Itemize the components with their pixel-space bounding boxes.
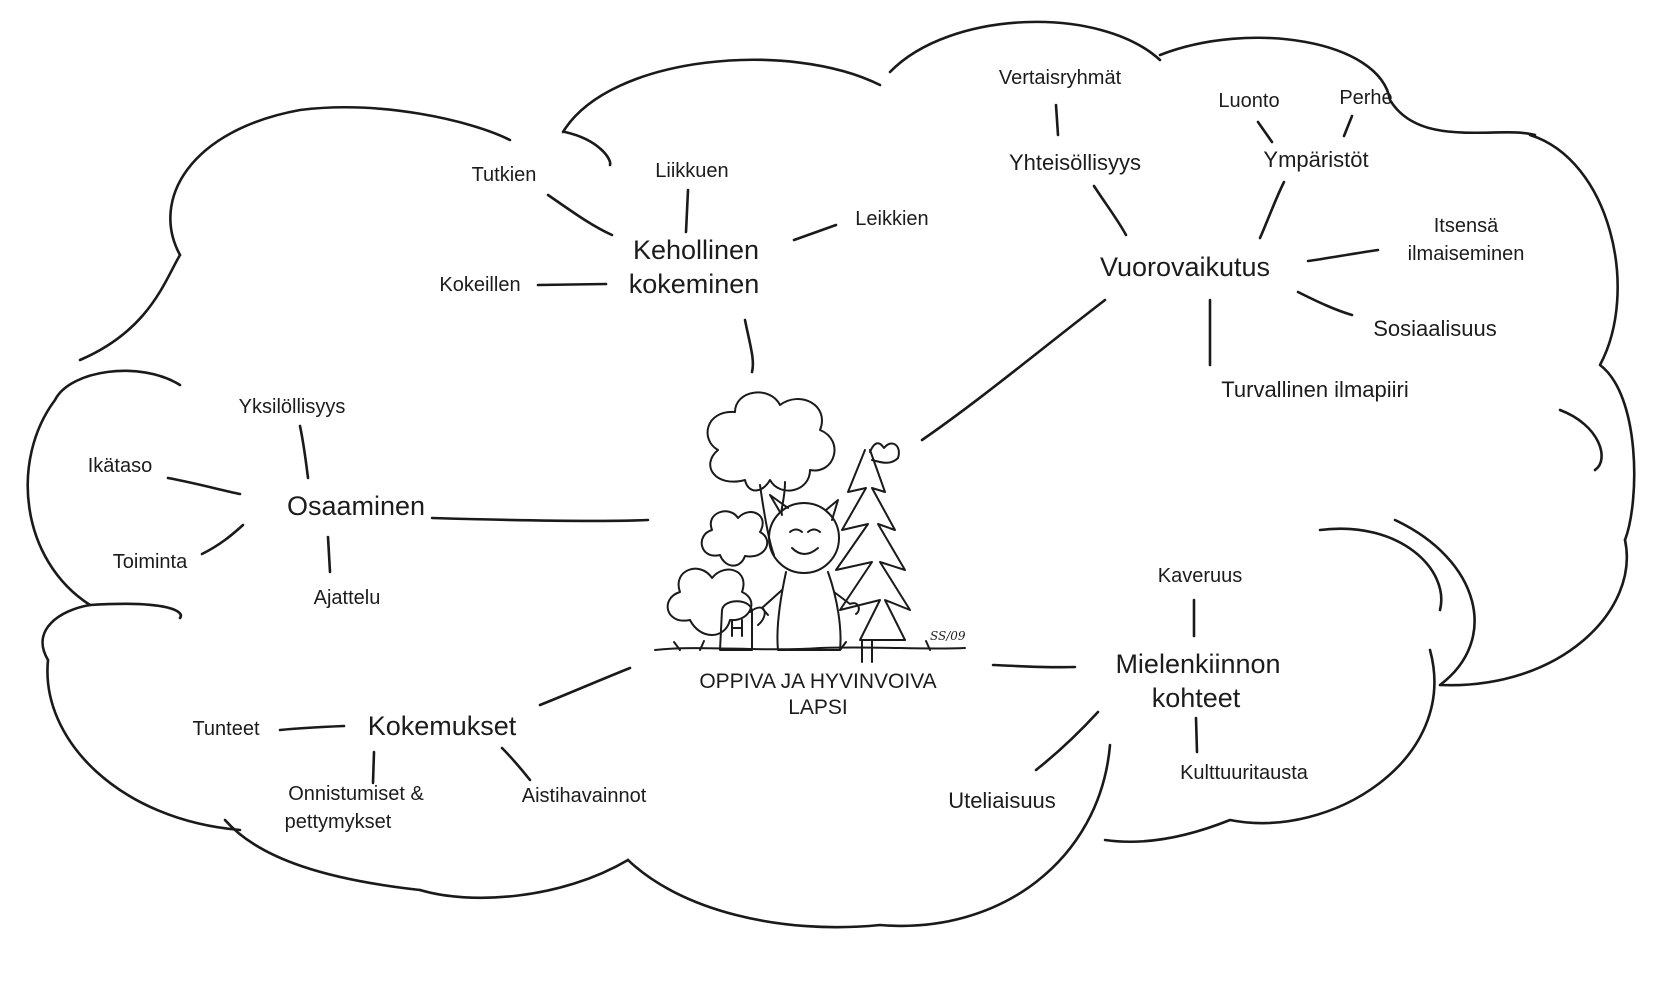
main-connectors	[430, 298, 1107, 707]
center-title-line1: OPPIVA JA HYVINVOIVA	[699, 670, 936, 693]
uteliaisuus-label: Uteliaisuus	[948, 788, 1056, 813]
vuorovaikutus-title: Vuorovaikutus	[1100, 252, 1270, 282]
cloud-outline	[26, 20, 1636, 929]
aistihavainnot-label: Aistihavainnot	[522, 785, 647, 807]
kehollinen-item-kokeillen: Kokeillen	[439, 274, 520, 296]
child-with-trees-illustration	[654, 391, 966, 663]
vertaisryhmat-label: Vertaisryhmät	[999, 67, 1122, 89]
itsensa-label-line2: ilmaiseminen	[1408, 243, 1525, 265]
perhe-label: Perhe	[1339, 87, 1392, 109]
turvallinen-ilmapiiri-label: Turvallinen ilmapiiri	[1221, 377, 1408, 402]
onnistumiset-label-line2: pettymykset	[285, 811, 392, 833]
tunteet-label: Tunteet	[192, 718, 260, 740]
osaaminen-item-yksilollisyys: Yksilöllisyys	[239, 396, 346, 418]
osaaminen-item-ajattelu: Ajattelu	[314, 587, 381, 609]
mielenkiinnon-title-line1: Mielenkiinnon	[1115, 649, 1280, 679]
osaaminen-item-toiminta: Toiminta	[113, 551, 188, 573]
kehollinen-item-leikkien: Leikkien	[855, 208, 928, 230]
vuorovaikutus-connectors	[1054, 103, 1380, 367]
onnistumiset-label-line1: Onnistumiset &	[288, 783, 424, 805]
itsensa-label-line1: Itsensä	[1434, 215, 1499, 237]
kehollinen-connectors	[536, 188, 838, 287]
yhteisollisyys-label: Yhteisöllisyys	[1009, 150, 1141, 175]
kokemukset-title: Kokemukset	[368, 711, 517, 741]
ymparistot-label: Ympäristöt	[1263, 147, 1368, 172]
kehollinen-title-line1: Kehollinen	[633, 235, 759, 265]
sosiaalisuus-label: Sosiaalisuus	[1373, 316, 1497, 341]
kehollinen-item-liikkuen: Liikkuen	[655, 160, 728, 182]
mielenkiinnon-title-line2: kohteet	[1152, 683, 1241, 713]
signature: SS/09	[930, 629, 966, 643]
kokemukset-connectors	[278, 724, 532, 785]
kehollinen-item-tutkien: Tutkien	[472, 164, 537, 186]
osaaminen-item-ikataso: Ikätaso	[88, 455, 152, 477]
mielenkiinnon-connectors	[1034, 598, 1199, 772]
kehollinen-title-line2: kokeminen	[629, 269, 760, 299]
center-title-line2: LAPSI	[788, 696, 848, 719]
luonto-label: Luonto	[1218, 90, 1279, 112]
osaaminen-title: Osaaminen	[287, 491, 425, 521]
kaveruus-label: Kaveruus	[1158, 565, 1243, 587]
kulttuuritausta-label: Kulttuuritausta	[1180, 762, 1309, 784]
osaaminen-connectors	[166, 424, 332, 574]
